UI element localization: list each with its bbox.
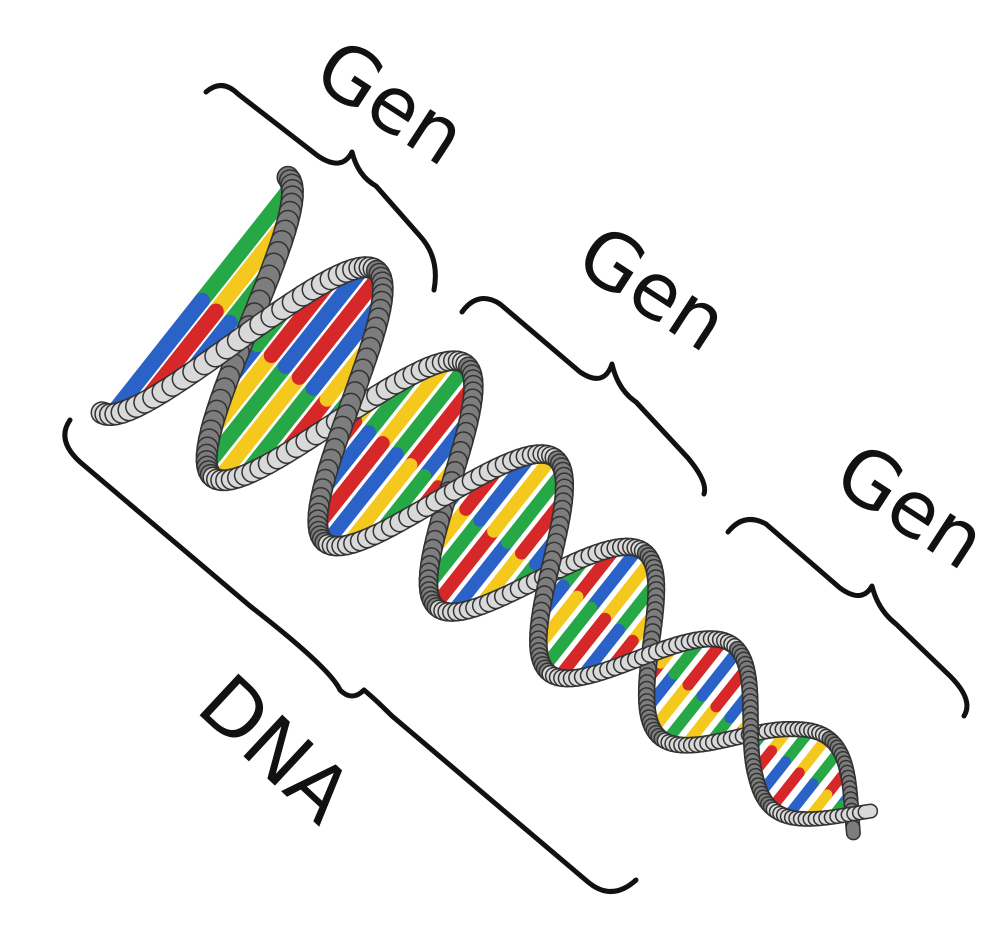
gene-label-3: Gen xyxy=(820,426,999,587)
backbone-strand xyxy=(865,811,871,812)
gene-label-2: Gen xyxy=(562,208,743,369)
